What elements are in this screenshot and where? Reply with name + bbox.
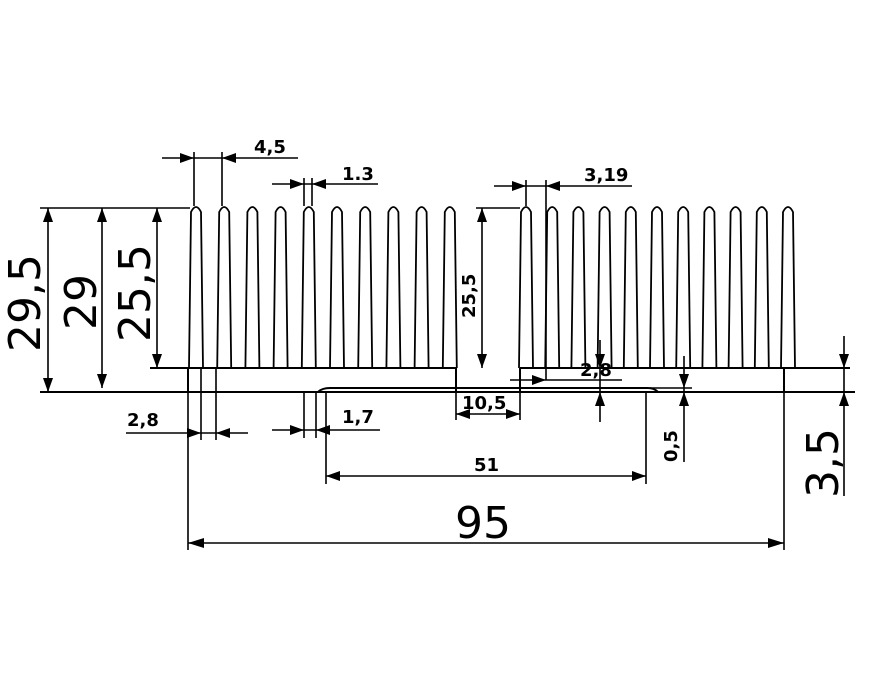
arrow-4-5-b bbox=[222, 153, 236, 163]
arrow-29-top bbox=[97, 208, 107, 222]
fin-left-4 bbox=[272, 206, 289, 369]
label-1-7: 1,7 bbox=[342, 407, 374, 428]
label-2-8-right: 2,8 bbox=[580, 360, 612, 381]
fins-right-group bbox=[518, 206, 796, 369]
arrow-51-a bbox=[326, 471, 340, 481]
arrow-25-5-right-bottom bbox=[477, 354, 487, 368]
fin-right-10 bbox=[753, 206, 770, 369]
fin-left-9 bbox=[413, 206, 430, 369]
arrow-25-5-right-top bbox=[477, 208, 487, 222]
fin-left-5 bbox=[300, 206, 317, 369]
label-25-5-right: 25,5 bbox=[459, 274, 480, 318]
fin-right-4 bbox=[596, 206, 613, 369]
arrow-95-a bbox=[188, 538, 204, 548]
arrow-29-bottom bbox=[97, 374, 107, 388]
label-10-5: 10,5 bbox=[462, 393, 506, 414]
label-25-5-left: 25,5 bbox=[110, 244, 161, 342]
arrow-51-b bbox=[632, 471, 646, 481]
fins-left-group bbox=[188, 206, 458, 369]
fin-right-11 bbox=[780, 206, 796, 369]
arrow-3-19-b bbox=[546, 181, 560, 191]
label-1-3: 1.3 bbox=[342, 164, 374, 185]
arrow-0-5-bottom bbox=[679, 392, 689, 406]
label-51: 51 bbox=[474, 455, 499, 476]
label-4-5: 4,5 bbox=[254, 137, 286, 158]
base-plate-outline bbox=[187, 368, 785, 393]
label-2-8-left: 2,8 bbox=[127, 410, 159, 431]
arrow-3-5-bottom bbox=[839, 392, 849, 406]
fin-left-3 bbox=[244, 206, 261, 369]
arrow-1-7-a bbox=[290, 425, 304, 435]
arrow-3-19-a bbox=[512, 181, 526, 191]
label-95: 95 bbox=[455, 498, 511, 549]
fin-right-9 bbox=[727, 206, 744, 369]
fin-right-3 bbox=[570, 206, 587, 369]
label-29-5: 29,5 bbox=[0, 254, 51, 352]
fin-left-6 bbox=[329, 206, 345, 369]
fin-left-2 bbox=[216, 206, 233, 369]
arrow-29-5-top bbox=[43, 208, 53, 222]
fin-left-10 bbox=[441, 206, 458, 369]
fin-left-7 bbox=[357, 206, 374, 369]
arrow-25-5-bottom bbox=[152, 354, 162, 368]
arrow-29-5-bottom bbox=[43, 378, 53, 392]
fin-right-8 bbox=[701, 206, 718, 369]
fin-left-1 bbox=[188, 206, 204, 369]
arrow-0-5-top bbox=[679, 374, 689, 388]
label-0-5: 0,5 bbox=[661, 430, 682, 462]
fin-right-6 bbox=[649, 206, 665, 369]
label-29: 29 bbox=[56, 274, 107, 330]
fin-right-7 bbox=[675, 206, 692, 369]
fin-right-2 bbox=[544, 206, 561, 369]
arrow-2-8-right-bottom bbox=[595, 392, 605, 406]
label-3-5: 3,5 bbox=[798, 428, 849, 498]
arrow-10-5-a bbox=[456, 409, 470, 419]
label-3-19: 3,19 bbox=[584, 165, 628, 186]
arrow-25-5-top bbox=[152, 208, 162, 222]
arrow-2-8-a bbox=[187, 428, 201, 438]
arrow-95-b bbox=[768, 538, 784, 548]
arrow-2-8-right-a bbox=[532, 375, 546, 385]
fin-left-8 bbox=[385, 206, 402, 369]
arrow-1-7-b bbox=[316, 425, 330, 435]
arrow-4-5-a bbox=[180, 153, 194, 163]
arrow-2-8-b bbox=[216, 428, 230, 438]
arrow-10-5-b bbox=[506, 409, 520, 419]
fin-right-1 bbox=[518, 206, 534, 369]
arrow-1-3-a bbox=[290, 179, 304, 189]
arrow-3-5-top bbox=[839, 354, 849, 368]
arrow-2-8-right-top bbox=[595, 354, 605, 368]
fin-right-5 bbox=[622, 206, 639, 369]
arrow-1-3-b bbox=[312, 179, 326, 189]
